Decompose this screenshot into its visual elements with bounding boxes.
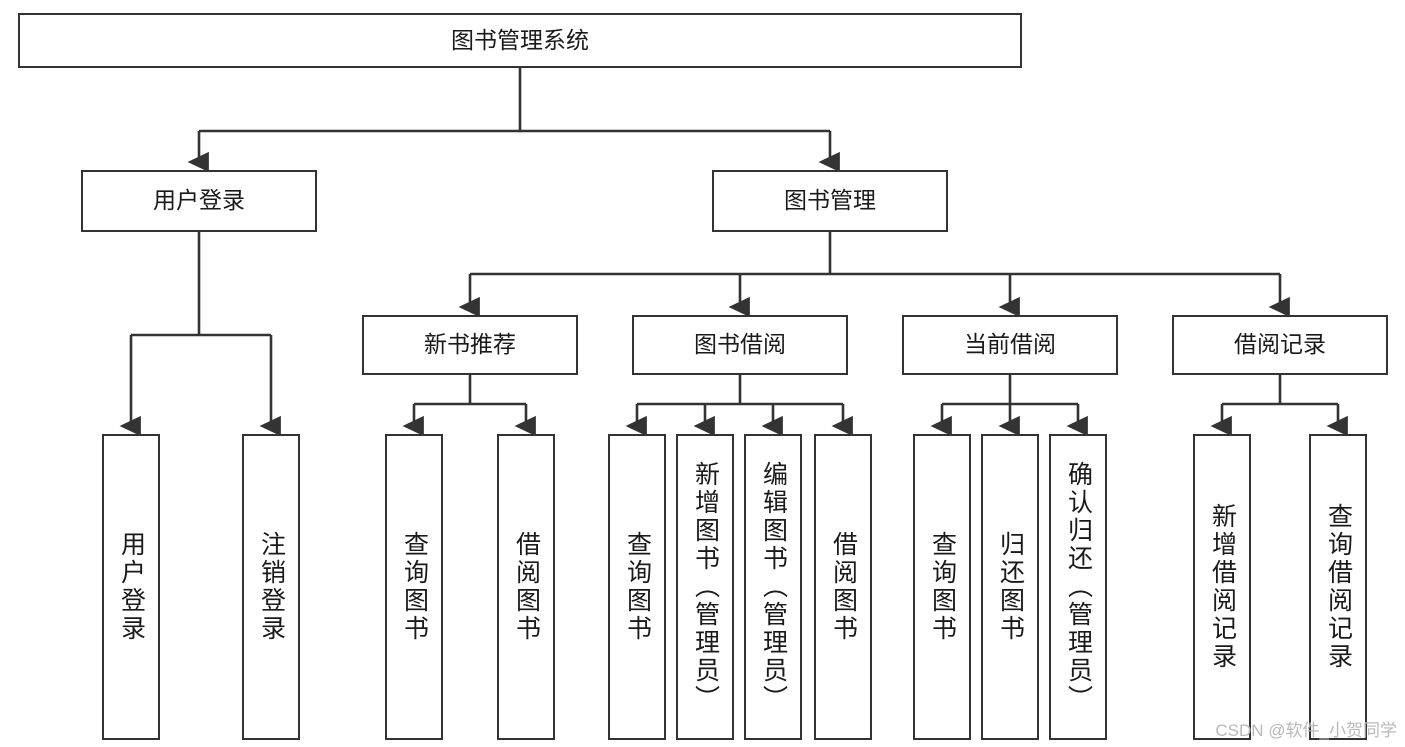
leaf-user-logout[interactable]: 注销登录 (242, 434, 300, 740)
node-root-system[interactable]: 图书管理系统 (18, 13, 1022, 68)
node-label: 图书管理系统 (451, 26, 589, 53)
node-label: 借阅图书 (829, 531, 858, 643)
node-label: 当前借阅 (964, 331, 1056, 358)
leaf-current-query-book[interactable]: 查询图书 (913, 434, 971, 740)
node-book-borrow[interactable]: 图书借阅 (632, 315, 848, 375)
node-new-book-recommend[interactable]: 新书推荐 (362, 315, 578, 375)
node-label: 用户登录 (117, 531, 146, 643)
leaf-borrow-add-book[interactable]: 新增图书（管理员） (676, 434, 734, 740)
watermark-text: CSDN @软件_小贺同学 (1215, 721, 1397, 740)
node-label: 确认归还（管理员） (1064, 461, 1093, 713)
node-current-borrow[interactable]: 当前借阅 (902, 315, 1118, 375)
node-label: 新书推荐 (424, 331, 516, 358)
node-label: 新增借阅记录 (1208, 503, 1237, 671)
node-label: 用户登录 (153, 187, 245, 214)
leaf-current-return-book[interactable]: 归还图书 (981, 434, 1039, 740)
leaf-record-query-record[interactable]: 查询借阅记录 (1309, 434, 1367, 740)
leaf-recommend-borrow-book[interactable]: 借阅图书 (497, 434, 555, 740)
node-label: 编辑图书（管理员） (759, 461, 788, 713)
leaf-recommend-query-book[interactable]: 查询图书 (385, 434, 443, 740)
leaf-borrow-query-book[interactable]: 查询图书 (608, 434, 666, 740)
leaf-borrow-edit-book[interactable]: 编辑图书（管理员） (744, 434, 802, 740)
leaf-borrow-borrow-book[interactable]: 借阅图书 (814, 434, 872, 740)
node-label: 注销登录 (257, 531, 286, 643)
node-label: 图书管理 (784, 187, 876, 214)
node-label: 查询图书 (400, 531, 429, 643)
node-label: 归还图书 (996, 531, 1025, 643)
node-borrow-record[interactable]: 借阅记录 (1172, 315, 1388, 375)
node-label: 借阅图书 (512, 531, 541, 643)
node-label: 查询图书 (928, 531, 957, 643)
node-label: 借阅记录 (1234, 331, 1326, 358)
leaf-user-login[interactable]: 用户登录 (102, 434, 160, 740)
node-user-login[interactable]: 用户登录 (81, 170, 317, 232)
leaf-record-add-record[interactable]: 新增借阅记录 (1193, 434, 1251, 740)
node-label: 查询图书 (623, 531, 652, 643)
leaf-current-confirm-return[interactable]: 确认归还（管理员） (1049, 434, 1107, 740)
node-label: 图书借阅 (694, 331, 786, 358)
node-book-management[interactable]: 图书管理 (712, 170, 948, 232)
node-label: 新增图书（管理员） (691, 461, 720, 713)
node-label: 查询借阅记录 (1324, 503, 1353, 671)
